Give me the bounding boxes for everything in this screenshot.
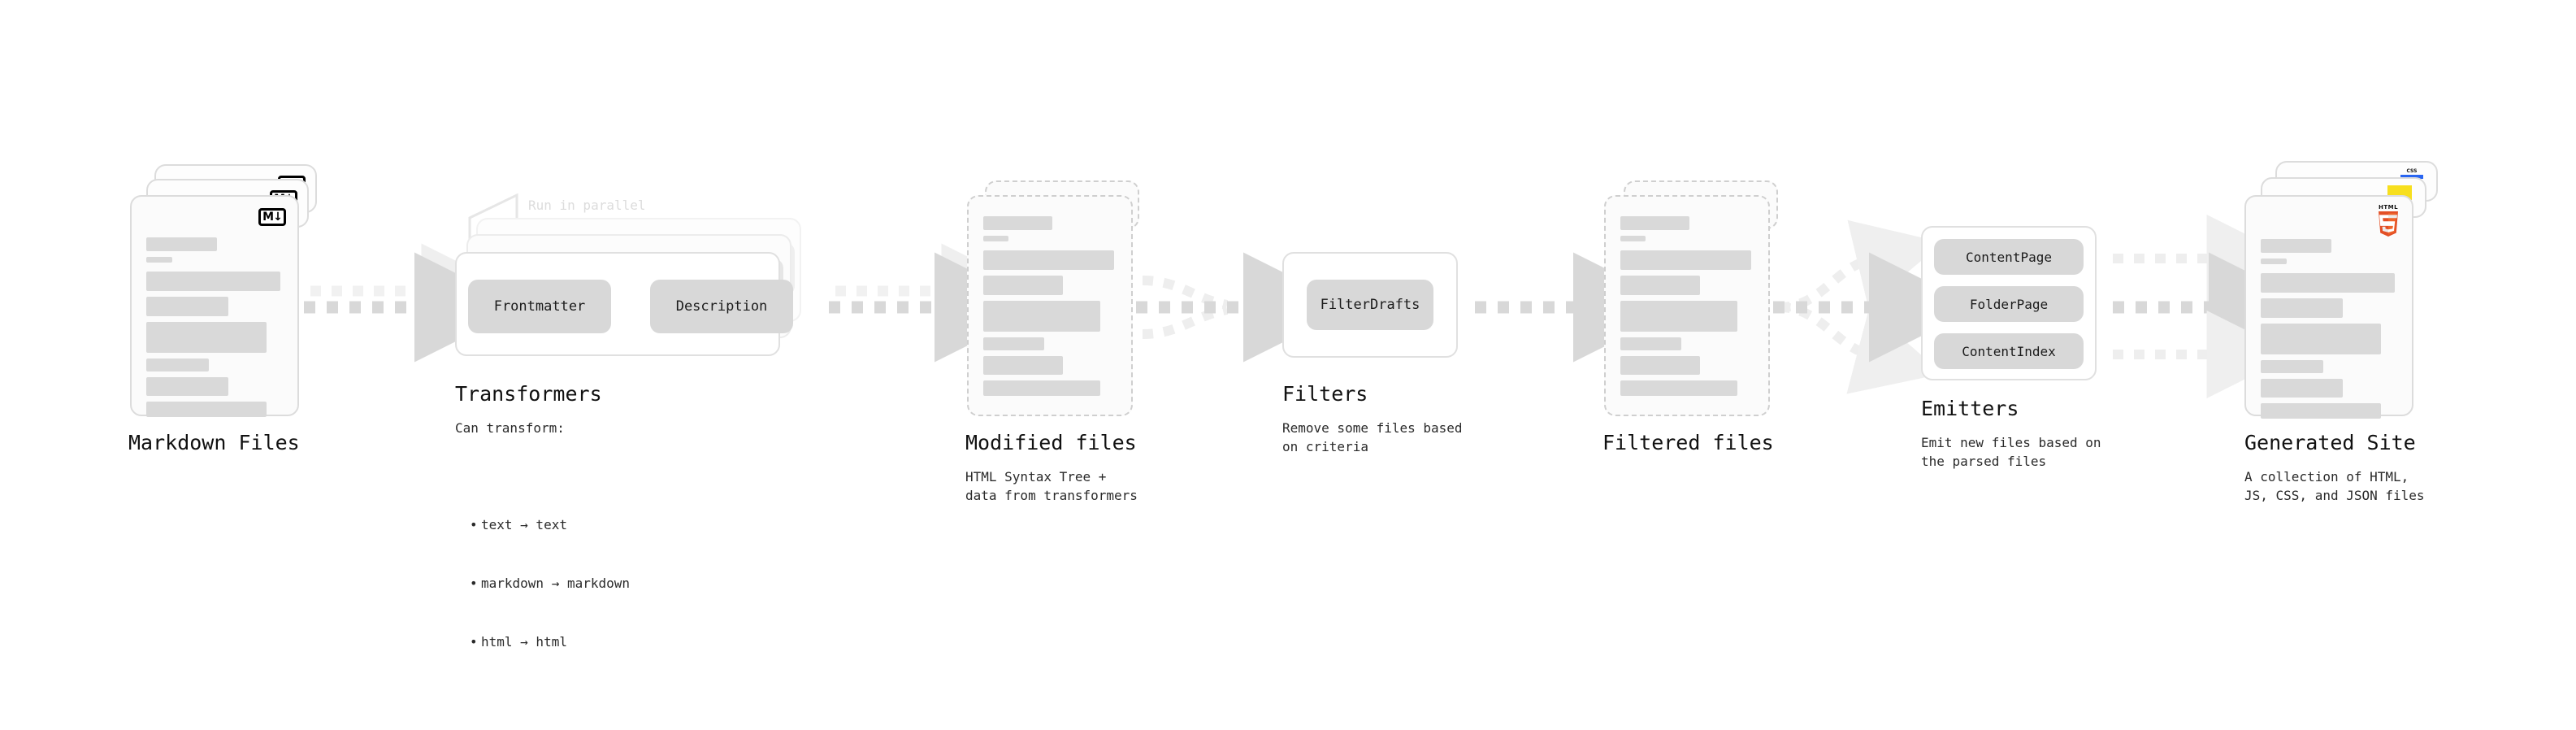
transform-item-text: text → text: [470, 515, 630, 535]
transformers-title: Transformers: [455, 382, 602, 406]
html5-badge: HTML: [2376, 205, 2400, 237]
transformers-pill-frontmatter[interactable]: Frontmatter: [468, 280, 611, 333]
connector-md-to-transformers: [304, 243, 524, 363]
modified-card-skeleton: [983, 216, 1117, 396]
connector-filtered-to-emitters: [1773, 219, 1979, 394]
emitters-pill-contentindex[interactable]: ContentIndex: [1934, 333, 2084, 369]
filtered-card-front: [1604, 195, 1770, 416]
markdown-files-title: Markdown Files: [128, 431, 300, 454]
filters-title: Filters: [1282, 382, 1368, 406]
transformers-transform-list: text → text markdown → markdown html → h…: [468, 437, 630, 730]
transformers-subtitle-lead: Can transform:: [455, 420, 565, 436]
markdown-badge-front: M↓: [258, 208, 286, 226]
filters-pill-filterdrafts[interactable]: FilterDrafts: [1307, 280, 1433, 330]
filtered-card-skeleton: [1620, 216, 1754, 396]
emitters-subtitle: Emit new files based on the parsed files: [1921, 435, 2101, 470]
markdown-card-skeleton: [146, 237, 283, 417]
filtered-files-title: Filtered files: [1602, 431, 1774, 454]
generated-card-skeleton: [2261, 239, 2397, 419]
diagram-canvas: { "diagram": { "title": "Content pipelin…: [0, 0, 2576, 681]
emitters-pill-folderpage[interactable]: FolderPage: [1934, 286, 2084, 322]
transform-item-markdown: markdown → markdown: [470, 574, 630, 593]
generated-site-subtitle: A collection of HTML, JS, CSS, and JSON …: [2244, 469, 2425, 504]
generated-site-title: Generated Site: [2244, 431, 2416, 454]
css-badge-label: CSS: [2406, 168, 2418, 174]
html5-shield-icon: [2377, 211, 2400, 237]
connector-emitters-to-site: [2113, 215, 2318, 398]
modified-files-subtitle: HTML Syntax Tree + data from transformer…: [965, 469, 1138, 504]
emitters-title: Emitters: [1921, 397, 2019, 420]
modified-files-title: Modified files: [965, 431, 1137, 454]
connector-modified-to-filters: [1136, 252, 1353, 363]
transformers-pill-description[interactable]: Description: [650, 280, 793, 333]
css-badge-rule: [2400, 175, 2423, 179]
html5-badge-label: HTML: [2378, 204, 2399, 211]
transform-item-html: html → html: [470, 632, 630, 652]
css-badge: CSS: [2400, 167, 2423, 179]
connector-transformers-to-modified: [829, 243, 1044, 363]
filters-subtitle: Remove some files based on criteria: [1282, 420, 1463, 455]
markdown-card-front: M↓: [130, 195, 299, 417]
generated-card-front-html: HTML: [2244, 195, 2413, 419]
emitters-pill-contentpage[interactable]: ContentPage: [1934, 239, 2084, 275]
modified-card-front: [967, 195, 1133, 416]
run-in-parallel-note: Run in parallel: [528, 198, 646, 213]
